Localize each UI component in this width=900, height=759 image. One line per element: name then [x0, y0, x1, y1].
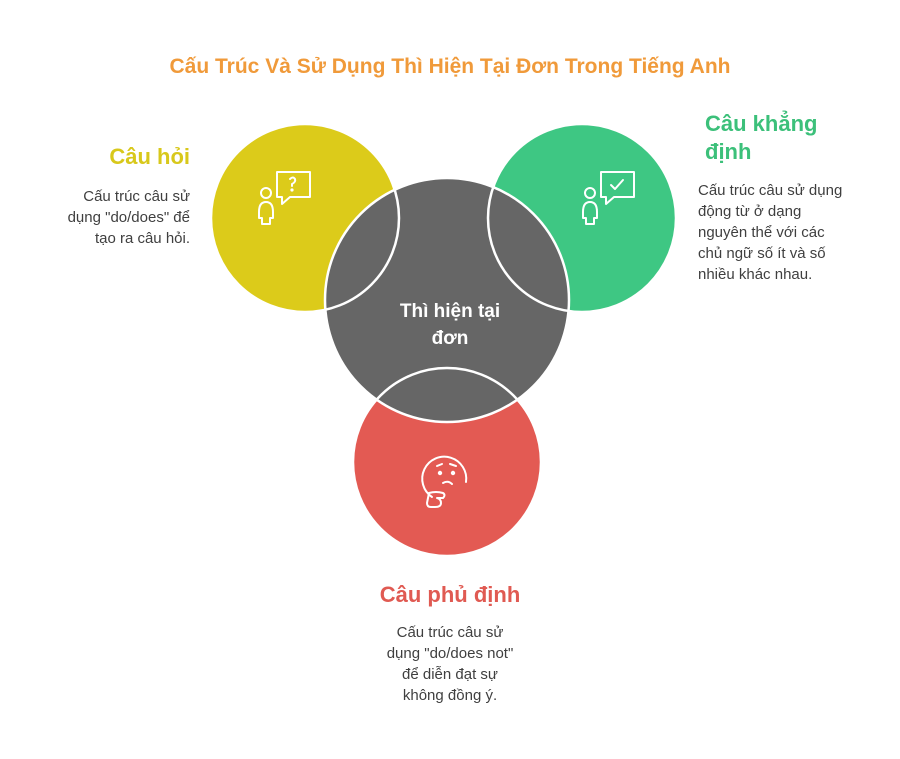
affirmative-description: Cấu trúc câu sử dụng động từ ở dạng nguy… [698, 180, 873, 285]
negative-description-line: dụng "do/does not" [386, 645, 514, 662]
person-check-bubble-icon [582, 171, 635, 225]
affirmative-heading-line1: Câu khẳng [705, 111, 818, 136]
affirmative-description-line: chủ ngữ số ít và số [698, 245, 826, 262]
negative-description-line: không đồng ý. [402, 687, 498, 704]
question-description-line: Cấu trúc câu sử [83, 188, 190, 205]
affirmative-circle-outline [486, 122, 678, 314]
negative-circle [353, 368, 541, 556]
center-circle [325, 178, 569, 422]
diagram-title: Cấu Trúc Và Sử Dụng Thì Hiện Tại Đơn Tro… [169, 55, 731, 78]
center-label-line2: đơn [431, 328, 469, 349]
center-circle-outline [323, 176, 571, 424]
negative-description-line: để diễn đạt sự [402, 666, 498, 683]
negative-description: Cấu trúc câu sử dụng "do/does not" để di… [345, 622, 555, 706]
affirmative-description-line: nguyên thể với các [698, 224, 825, 241]
thinking-face-icon [421, 455, 468, 508]
question-description-line: dụng "do/does" để [67, 209, 190, 226]
affirmative-description-line: Cấu trúc câu sử dụng [698, 182, 843, 199]
negative-circle-outline [351, 366, 543, 558]
question-circle-outline [209, 122, 401, 314]
center-label-line1: Thì hiện tại [399, 301, 501, 322]
negative-description-line: Cấu trúc câu sử [396, 624, 504, 641]
person-question-bubble-icon [258, 171, 311, 225]
negative-heading: Câu phủ định [379, 582, 521, 607]
affirmative-heading: Câu khẳng định [705, 110, 845, 166]
affirmative-description-line: nhiều khác nhau. [698, 266, 813, 283]
center-label: Thì hiện tại đơn [360, 298, 540, 352]
affirmative-heading-line2: định [705, 139, 752, 164]
question-description: Cấu trúc câu sử dụng "do/does" để tạo ra… [40, 186, 190, 249]
question-heading: Câu hỏi [109, 144, 190, 169]
question-description-line: tạo ra câu hỏi. [94, 230, 190, 247]
affirmative-description-line: động từ ở dạng [698, 203, 802, 220]
